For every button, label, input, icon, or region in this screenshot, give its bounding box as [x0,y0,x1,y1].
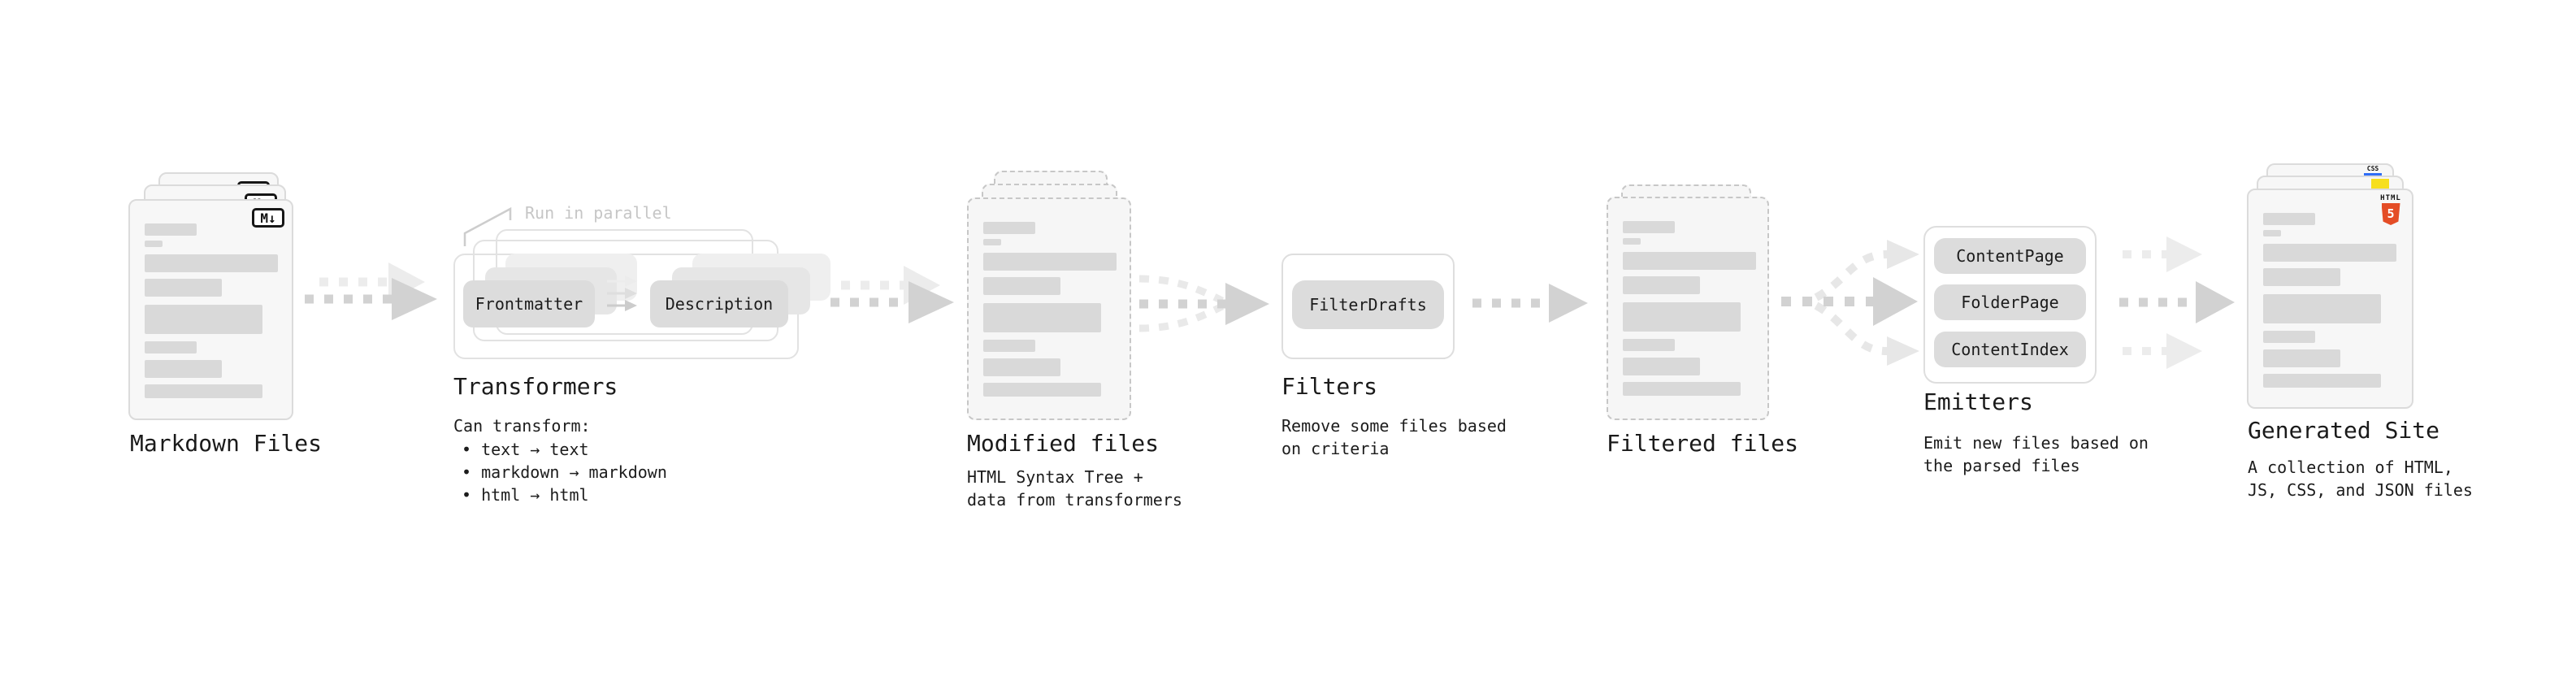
arrow-transformers-to-modified [830,266,954,323]
placeholder-text-bar [2263,230,2281,236]
placeholder-text-bar [145,254,278,272]
filters-frame [1281,254,1455,359]
filtered-files-title: Filtered files [1607,430,1799,457]
placeholder-text-bar [2263,244,2396,262]
placeholder-text-bar [1623,276,1700,294]
css-icon: CSS [2364,166,2382,176]
placeholder-text-bar [1623,221,1675,233]
contentpage-node: ContentPage [1934,238,2086,274]
placeholder-text-bar [983,340,1035,352]
placeholder-text-bar [2263,268,2340,286]
filters-subtitle: Remove some files based on criteria [1281,416,1507,458]
generated-site-subtitle: A collection of HTML, JS, CSS, and JSON … [2248,458,2473,500]
modified-files-title: Modified files [967,430,1160,457]
markdown-file-card-front: M↓ [128,199,293,420]
placeholder-text-bar [145,241,163,247]
placeholder-text-bar [145,341,197,354]
javascript-icon [2371,179,2389,191]
placeholder-text-bar [983,239,1001,245]
generated-file-card-front: HTML 5 [2247,189,2413,409]
placeholder-text-bar [145,305,262,334]
document-text-placeholder [2263,190,2397,388]
document-text-placeholder [1623,198,1756,396]
transformers-desc-heading: Can transform: [453,416,591,436]
markdown-icon: M↓ [252,208,284,228]
arrow-modified-to-filters [1138,275,1269,332]
document-text-placeholder [983,199,1117,397]
placeholder-text-bar [2263,349,2340,367]
filterdrafts-node: FilterDrafts [1292,280,1444,329]
placeholder-text-bar [983,303,1101,332]
bullet-item: • text → text [462,440,589,459]
html5-icon: HTML 5 [2380,195,2401,225]
filtered-file-card-front [1607,197,1769,420]
placeholder-text-bar [983,277,1060,295]
emitters-frame [1923,226,2097,384]
markdown-files-title: Markdown Files [130,430,323,457]
description-node: Description [650,280,788,327]
placeholder-text-bar [983,383,1101,397]
run-in-parallel-note: Run in parallel [525,203,672,223]
placeholder-text-bar [983,222,1035,234]
arrow-filtered-to-emitters [1781,240,1919,366]
placeholder-text-bar [1623,238,1641,245]
placeholder-text-bar [2263,374,2381,388]
transformers-bullet-list: • text → text • markdown → markdown • ht… [453,438,667,506]
document-text-placeholder [145,201,278,398]
emitters-subtitle: Emit new files based on the parsed files [1923,433,2149,475]
placeholder-text-bar [2263,213,2315,225]
placeholder-text-bar [2263,331,2315,343]
placeholder-text-bar [1623,302,1741,332]
emitters-title: Emitters [1923,388,2033,415]
placeholder-text-bar [145,223,197,236]
arrow-emitters-to-generated [2119,236,2235,369]
placeholder-text-bar [145,384,262,398]
placeholder-text-bar [1623,339,1675,351]
placeholder-text-bar [1623,252,1756,270]
arrow-filters-to-filtered [1472,284,1588,323]
transformers-title: Transformers [453,373,618,400]
modified-files-subtitle: HTML Syntax Tree + data from transformer… [967,467,1182,510]
placeholder-text-bar [145,279,222,297]
placeholder-text-bar [2263,294,2381,323]
placeholder-text-bar [983,253,1117,271]
arrow-markdown-to-transformers [305,262,437,320]
modified-file-card-front [967,197,1131,420]
placeholder-text-bar [983,358,1060,376]
folderpage-node: FolderPage [1934,284,2086,320]
frontmatter-node: Frontmatter [463,280,595,327]
generated-site-title: Generated Site [2248,417,2440,444]
placeholder-text-bar [1623,358,1700,375]
placeholder-text-bar [1623,382,1741,396]
bullet-item: • markdown → markdown [462,462,667,482]
filters-title: Filters [1281,373,1378,400]
placeholder-text-bar [145,360,222,378]
contentindex-node: ContentIndex [1934,332,2086,367]
bullet-item: • html → html [462,485,589,505]
